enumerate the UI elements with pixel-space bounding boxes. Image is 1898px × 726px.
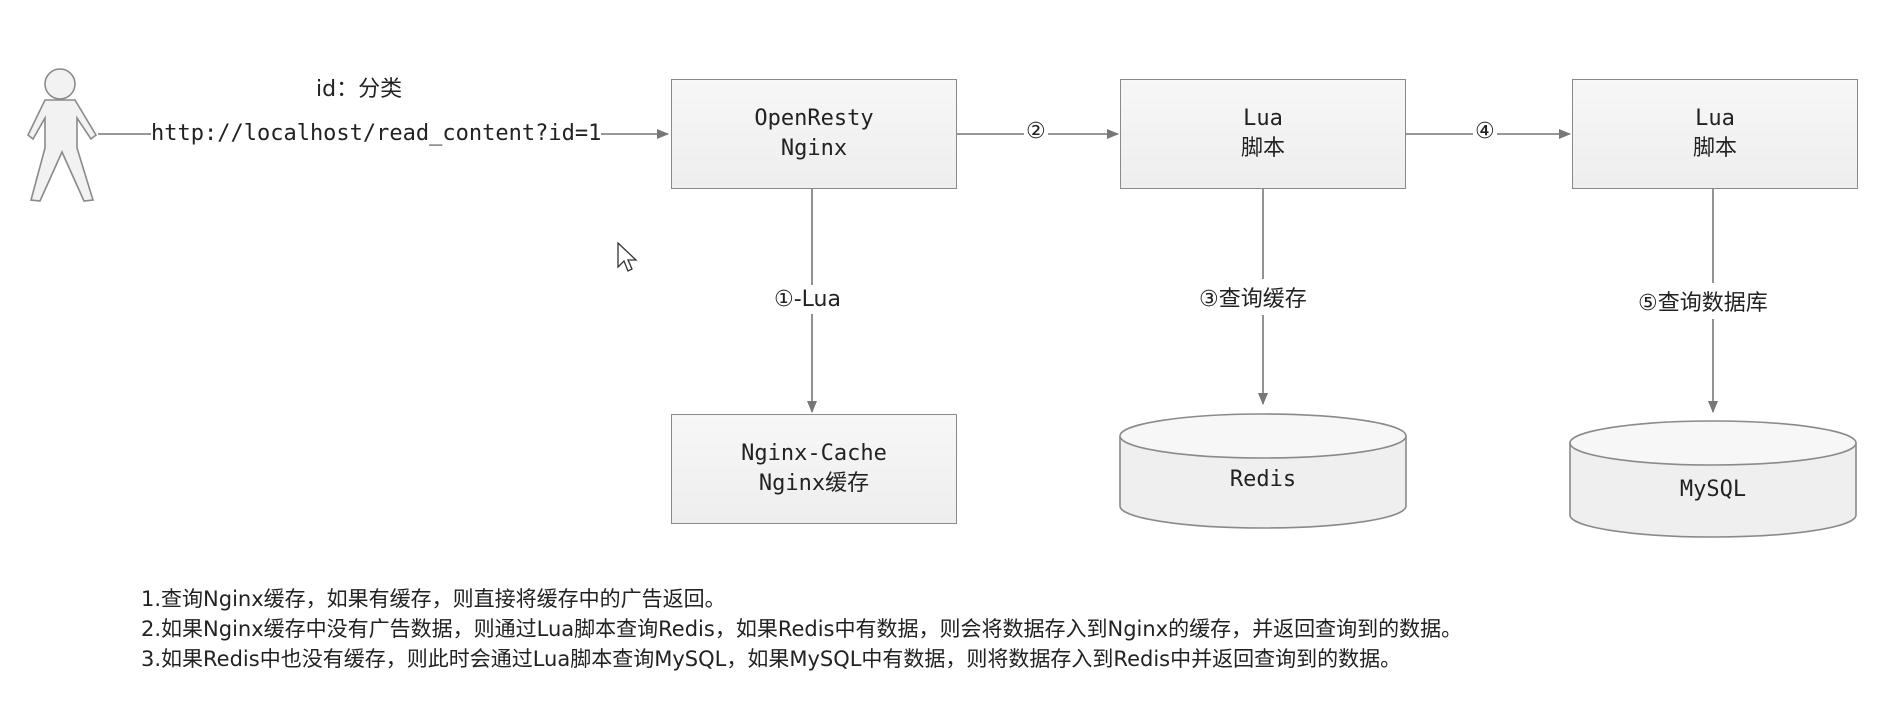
note-line-3: 3.如果Redis中也没有缓存，则此时会通过Lua脚本查询MySQL，如果MyS… [141, 647, 1402, 671]
user-icon [27, 68, 98, 202]
lua-box-1-line1: Lua [1243, 106, 1283, 131]
openresty-nginx-box: OpenResty Nginx [671, 79, 957, 189]
step-4-label: ④ [1473, 119, 1497, 144]
category-id-label: id：分类 [316, 71, 403, 103]
note-line-2: 2.如果Nginx缓存中没有广告数据，则通过Lua脚本查询Redis，如果Red… [141, 617, 1463, 641]
lua-box-2-line1: Lua [1695, 106, 1735, 131]
request-url-label: http://localhost/read_content?id=1 [151, 121, 602, 146]
nginx-cache-box-line1: Nginx-Cache [741, 441, 887, 466]
lua-script-box-2: Lua 脚本 [1572, 79, 1858, 189]
note-line-1: 1.查询Nginx缓存，如果有缓存，则直接将缓存中的广告返回。 [141, 587, 726, 611]
nginx-cache-box-line2: Nginx缓存 [758, 471, 870, 496]
openresty-box-line2: Nginx [780, 136, 848, 161]
step-1-lua-label: ①-Lua [774, 285, 841, 314]
step-5-query-database-label: ⑤查询数据库 [1638, 283, 1768, 319]
openresty-box-line1: OpenResty [754, 106, 874, 131]
mouse-cursor-icon [617, 242, 638, 272]
lua-script-box-1: Lua 脚本 [1120, 79, 1406, 189]
redis-label: Redis [1229, 467, 1297, 492]
lua-box-2-line2: 脚本 [1692, 136, 1737, 161]
mysql-database-icon [1569, 420, 1857, 538]
step-3-query-cache-label: ③查询缓存 [1199, 279, 1307, 315]
nginx-cache-box: Nginx-Cache Nginx缓存 [671, 414, 957, 524]
mysql-label: MySQL [1679, 477, 1747, 502]
step-2-label: ② [1024, 119, 1048, 144]
explanation-notes: 1.查询Nginx缓存，如果有缓存，则直接将缓存中的广告返回。 2.如果Ngin… [141, 584, 1462, 674]
lua-box-1-line2: 脚本 [1240, 136, 1285, 161]
redis-database-icon [1119, 413, 1407, 529]
